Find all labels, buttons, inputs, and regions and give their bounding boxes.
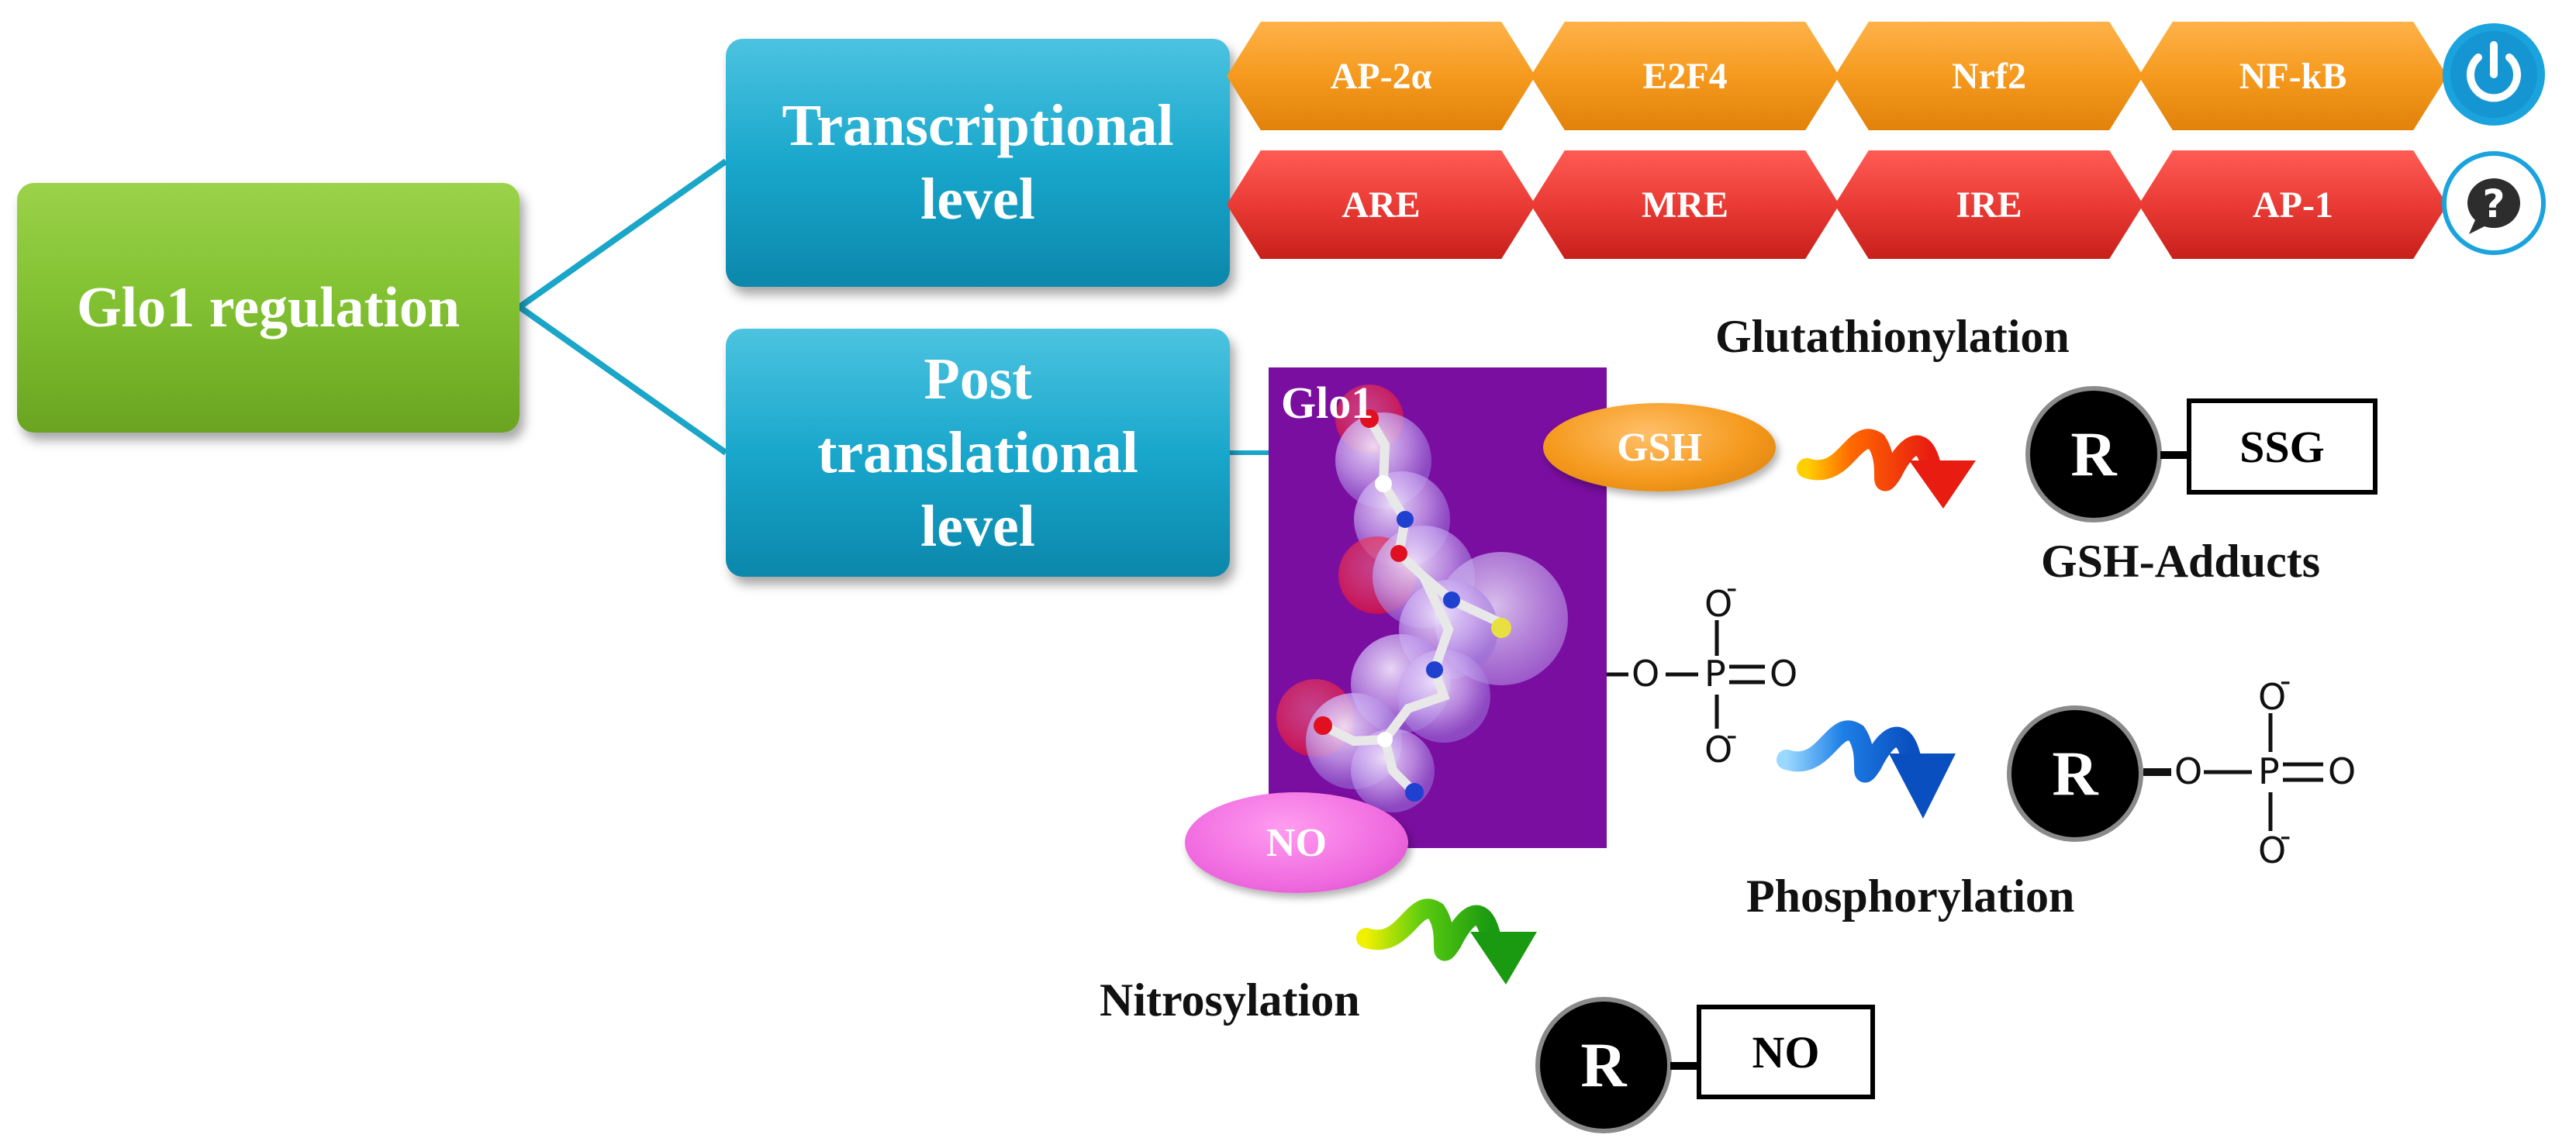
no-oval: NO — [1185, 792, 1408, 893]
element-label: IRE — [1956, 184, 2022, 226]
no-adduct-box: NO — [1697, 1005, 1875, 1099]
factor-label: AP-2α — [1330, 55, 1432, 97]
factor-hexagon: AP-2α — [1227, 22, 1535, 130]
phosphorylation-o-top: O — [2258, 676, 2287, 718]
connector-root-post — [517, 304, 728, 456]
phosphorylation-p: P — [2258, 750, 2280, 792]
element-label: MRE — [1642, 184, 1728, 226]
factor-label: NF-kB — [2239, 55, 2347, 97]
phosphorylation-charge-bottom: - — [2280, 819, 2291, 854]
glutathionylation-label: Glutathionylation — [1715, 311, 2070, 362]
factor-label: E2F4 — [1642, 55, 1728, 97]
svg-text:?: ? — [2482, 181, 2505, 226]
nitrosylation-bond — [1670, 1062, 1698, 1070]
gsh-label: GSH — [1617, 425, 1702, 470]
nitrosylation-r-label: R — [1580, 1029, 1627, 1100]
phosphorylation-o-right: O — [2328, 750, 2357, 792]
glo1-panel-title: Glo1 — [1281, 378, 1374, 428]
phosphorylation-o-bottom: O — [2258, 829, 2287, 871]
glutathionylation-bond — [2160, 451, 2188, 459]
element-label: AP-1 — [2253, 184, 2333, 226]
nitrosylation-arrow-icon — [1356, 898, 1537, 985]
panel-phosphate-charge-top: - — [1726, 571, 1738, 606]
glutathionylation-r-circle: R — [2025, 386, 2162, 522]
element-hexagon: ARE — [1227, 150, 1535, 259]
glutathionylation-arrow-icon — [1797, 429, 1976, 509]
ssg-box: SSG — [2187, 398, 2377, 495]
phosphorylation-arrow-icon — [1777, 720, 1956, 819]
factor-label: Nrf2 — [1952, 55, 2026, 97]
root-node: Glo1 regulation — [17, 183, 520, 433]
phosphorylation-o-left: O — [2174, 750, 2203, 792]
nitrosylation-label: Nitrosylation — [1100, 974, 1360, 1026]
glutathionylation-r-label: R — [2070, 419, 2117, 489]
panel-phosphate-p: P — [1704, 653, 1726, 695]
panel-phosphate-o-top: O — [1704, 583, 1733, 625]
phosphorylation-r-circle: R — [2007, 705, 2143, 842]
panel-phosphate-o-bottom: O — [1704, 729, 1733, 771]
panel-phosphate-o-right: O — [1770, 653, 1798, 695]
no-adduct-label: NO — [1752, 1026, 1820, 1078]
post-translational-label-line-3: level — [920, 493, 1035, 559]
root-label: Glo1 regulation — [76, 275, 461, 340]
gsh-adducts-label: GSH-Adducts — [2041, 536, 2321, 587]
no-label: NO — [1266, 820, 1327, 865]
phosphorylation-label: Phosphorylation — [1746, 871, 2075, 922]
phosphorylation-charge-top: - — [2280, 664, 2291, 699]
transcriptional-level-node: Transcriptional level — [726, 39, 1230, 287]
glo1-molecule-illustration — [1276, 385, 1568, 812]
element-hexagon: IRE — [1835, 150, 2143, 259]
nitrosylation-r-circle: R — [1535, 997, 1672, 1133]
factor-hexagon: NF-kB — [2139, 22, 2447, 130]
connector-root-transcriptional — [517, 158, 728, 310]
panel-phosphate-charge-bottom: - — [1726, 718, 1738, 753]
panel-phosphate-o-left: O — [1632, 653, 1660, 695]
element-hexagon: AP-1 — [2139, 150, 2447, 259]
power-icon — [2441, 22, 2547, 127]
gsh-oval: GSH — [1543, 403, 1776, 491]
element-hexagon: MRE — [1531, 150, 1839, 259]
post-translational-label-line-1: Post — [924, 346, 1032, 412]
post-translational-level-node: Post translational level — [726, 329, 1230, 577]
question-icon: ? — [2441, 150, 2547, 256]
transcriptional-label-line-1: Transcriptional — [782, 93, 1174, 158]
factor-hexagon: Nrf2 — [1835, 22, 2143, 130]
factor-hexagon: E2F4 — [1531, 22, 1839, 130]
post-translational-label-line-2: translational — [817, 419, 1138, 485]
element-label: ARE — [1342, 184, 1421, 226]
ssg-label: SSG — [2239, 421, 2325, 472]
phosphorylation-r-label: R — [2052, 738, 2098, 809]
transcriptional-label-line-2: level — [920, 167, 1035, 232]
